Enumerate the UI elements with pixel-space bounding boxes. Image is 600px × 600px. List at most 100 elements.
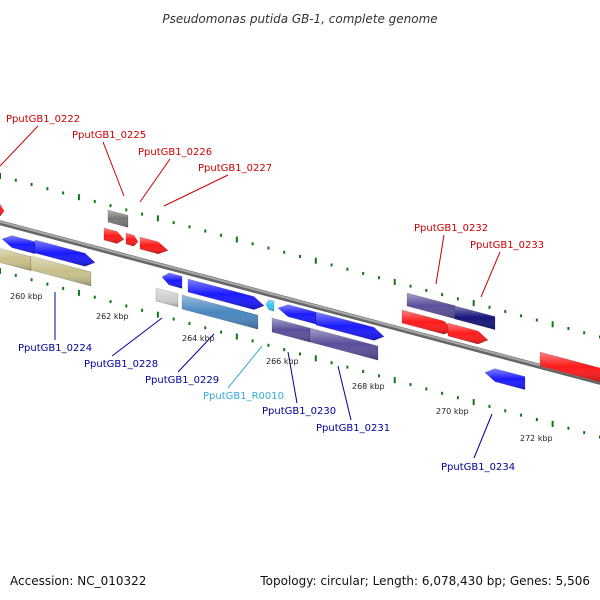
guide-dash xyxy=(141,308,144,312)
map-title: Pseudomonas putida GB-1, complete genome xyxy=(162,12,437,26)
guide-dash xyxy=(220,330,223,334)
scale-tick-labels: 260 kbp 262 kbp 264 kbp 266 kbp 268 kbp … xyxy=(10,292,553,443)
gene-label-0222[interactable]: PputGB1_0222 xyxy=(6,114,80,125)
gene-0233-block[interactable] xyxy=(454,305,496,331)
gene-label-0224[interactable]: PputGB1_0224 xyxy=(18,343,92,354)
gene-0231-block[interactable] xyxy=(309,327,379,361)
guide-dash xyxy=(456,396,459,400)
genes xyxy=(0,203,600,391)
gene-label-r0010[interactable]: PputGB1_R0010 xyxy=(203,391,284,402)
dotted-guide-upper xyxy=(0,173,600,339)
gene-labels-top: PputGB1_0222 PputGB1_0225 PputGB1_0226 P… xyxy=(6,114,544,251)
gene-0224-block-b[interactable] xyxy=(30,255,92,287)
guide-dash xyxy=(46,187,49,191)
gene-label-0234[interactable]: PputGB1_0234 xyxy=(441,462,515,473)
gene-label-0226[interactable]: PputGB1_0226 xyxy=(138,147,212,158)
guide-dash xyxy=(235,236,238,243)
guide-dash xyxy=(425,387,428,391)
guide-dash xyxy=(472,300,475,307)
gene-0234-arrow[interactable] xyxy=(484,368,526,391)
gene-label-0230[interactable]: PputGB1_0230 xyxy=(262,406,336,417)
guide-dash xyxy=(0,173,1,179)
guide-dash xyxy=(188,225,191,229)
guide-dash xyxy=(251,339,254,343)
tick-label-262: 262 kbp xyxy=(96,312,129,321)
gene-label-0229[interactable]: PputGB1_0229 xyxy=(145,375,219,386)
gene-0229-block[interactable] xyxy=(181,294,259,330)
guide-dash xyxy=(251,242,254,246)
leader-lines xyxy=(0,125,501,459)
gene-0228-block[interactable] xyxy=(155,287,179,308)
guide-dash xyxy=(456,297,459,301)
gene-0222-arrow[interactable] xyxy=(0,203,5,217)
guide-dash xyxy=(520,314,523,318)
gene-0235-arrow[interactable] xyxy=(539,351,600,383)
guide-dash xyxy=(299,255,301,258)
guide-dash xyxy=(583,431,586,435)
gene-0228-arrow[interactable] xyxy=(161,272,183,289)
gene-0226-arrow[interactable] xyxy=(125,232,139,247)
guide-dash xyxy=(172,221,175,225)
guide-dash xyxy=(567,426,570,430)
guide-dash xyxy=(504,409,507,413)
guide-dash xyxy=(62,191,65,195)
gene-0224-arrow[interactable] xyxy=(34,239,96,267)
gene-label-0225[interactable]: PputGB1_0225 xyxy=(72,130,146,141)
gene-labels-bottom: PputGB1_0224 PputGB1_0228 PputGB1_0229 P… xyxy=(18,343,515,473)
leader-0229 xyxy=(177,333,215,373)
guide-dash xyxy=(188,321,191,325)
tick-label-268: 268 kbp xyxy=(352,382,385,391)
guide-dash xyxy=(125,304,128,308)
leader-0226 xyxy=(139,158,171,203)
leader-0234 xyxy=(473,413,493,459)
dotted-guides xyxy=(0,173,600,439)
gene-label-0231[interactable]: PputGB1_0231 xyxy=(316,423,390,434)
guide-dash xyxy=(441,293,444,297)
gene-0225-block[interactable] xyxy=(107,209,129,228)
guide-dash xyxy=(409,284,412,288)
guide-dash xyxy=(172,317,175,321)
guide-dash xyxy=(125,208,128,212)
guide-dash xyxy=(393,377,396,384)
dotted-guide-lower xyxy=(0,268,600,439)
accession-text: Accession: NC_010322 xyxy=(10,574,146,588)
leader-0227 xyxy=(163,174,229,207)
guide-dash xyxy=(346,365,349,369)
guide-dash xyxy=(141,212,144,216)
gene-0224-block-a[interactable] xyxy=(0,248,32,272)
tick-label-266: 266 kbp xyxy=(266,357,299,366)
guide-dash xyxy=(488,404,491,408)
leader-r0010 xyxy=(227,345,263,389)
guide-dash xyxy=(156,215,159,222)
guide-dash xyxy=(220,233,223,237)
guide-dash xyxy=(551,321,554,328)
guide-dash xyxy=(314,257,317,264)
guide-dash xyxy=(109,204,112,208)
gene-r0010-arrow[interactable] xyxy=(265,299,275,312)
gene-label-0227[interactable]: PputGB1_0227 xyxy=(198,163,272,174)
tick-label-272: 272 kbp xyxy=(520,434,553,443)
leader-0225 xyxy=(102,141,125,197)
guide-dash xyxy=(0,268,1,274)
gene-label-0233[interactable]: PputGB1_0233 xyxy=(470,240,544,251)
gene-label-0228[interactable]: PputGB1_0228 xyxy=(84,359,158,370)
guide-dash xyxy=(393,278,396,285)
leader-0222 xyxy=(0,125,39,167)
guide-dash xyxy=(93,295,96,299)
gene-0231-arrow[interactable] xyxy=(315,311,385,341)
genome-summary-text: Topology: circular; Length: 6,078,430 bp… xyxy=(259,574,590,588)
guide-dash xyxy=(267,246,270,250)
guide-dash xyxy=(77,289,80,296)
gene-label-0232[interactable]: PputGB1_0232 xyxy=(414,223,488,234)
guide-dash xyxy=(93,199,96,203)
gene-0225-arrow[interactable] xyxy=(103,227,125,244)
gene-0227-arrow[interactable] xyxy=(139,236,169,255)
tick-label-270: 270 kbp xyxy=(436,407,469,416)
gene-0229-arrow[interactable] xyxy=(187,278,265,310)
gene-0230-block[interactable] xyxy=(271,317,311,343)
guide-dash xyxy=(235,333,238,340)
backbone xyxy=(0,220,600,385)
gene-0233-arrow[interactable] xyxy=(447,322,489,345)
guide-dash xyxy=(299,352,301,356)
